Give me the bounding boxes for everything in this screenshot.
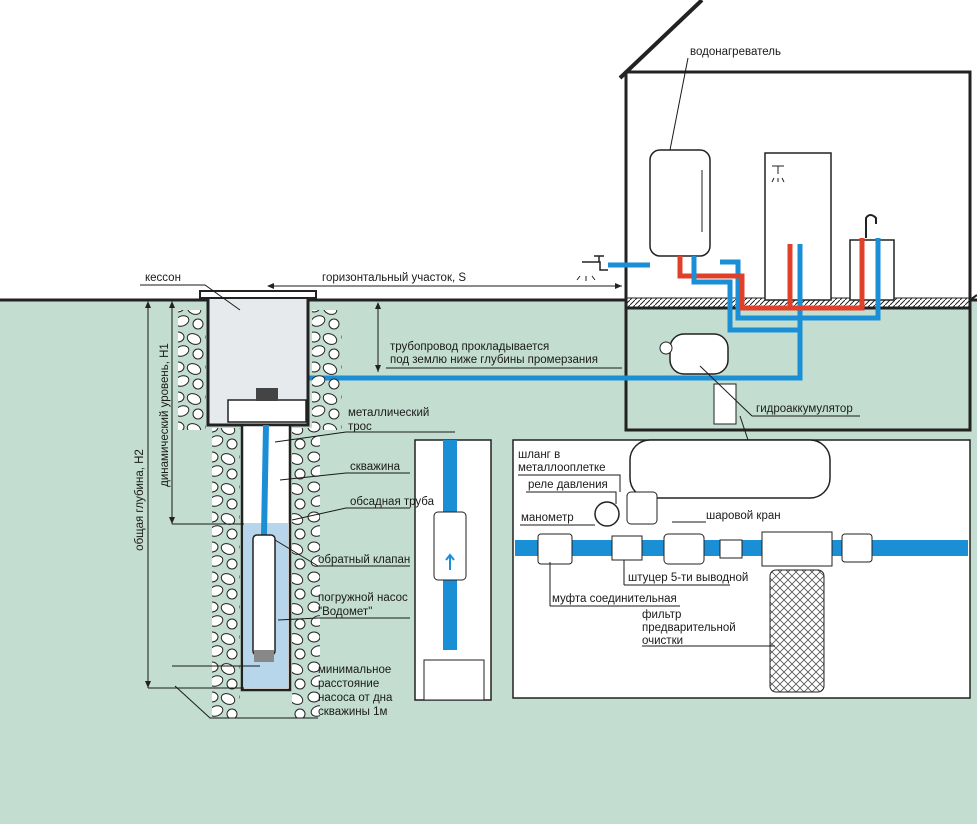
label-total-depth: общая глубина, H2 bbox=[134, 449, 146, 551]
label-horizontal-section: горизонтальный участок, S bbox=[322, 272, 466, 284]
check-valve-detail bbox=[414, 439, 492, 701]
label-min-dist-3: насоса от дна bbox=[318, 692, 393, 704]
equipment-detail bbox=[512, 439, 971, 699]
sink bbox=[849, 214, 895, 301]
label-coupling: муфта соединительная bbox=[552, 593, 677, 605]
leader-lines bbox=[140, 57, 860, 719]
label-pipeline-2: под землю ниже глубины промерзания bbox=[390, 354, 598, 366]
water-heater bbox=[649, 149, 711, 257]
label-dynamic-level: динамический уровень, H1 bbox=[159, 343, 171, 487]
label-casing-pipe: обсадная труба bbox=[350, 496, 435, 508]
label-pump-2: "Водомет" bbox=[318, 606, 372, 618]
label-filter-2: предварительной bbox=[642, 622, 736, 634]
dimension-lines bbox=[145, 283, 622, 689]
label-borehole: скважина bbox=[350, 461, 401, 473]
stones-right bbox=[312, 310, 342, 430]
label-pipeline-1: трубопровод прокладывается bbox=[390, 341, 549, 353]
riser-pipe bbox=[261, 424, 269, 536]
label-caisson: кессон bbox=[145, 272, 181, 284]
label-ball-valve: шаровой кран bbox=[706, 510, 781, 522]
stones-well-left bbox=[212, 428, 240, 718]
outdoor-tap bbox=[576, 255, 608, 281]
accumulator-small bbox=[659, 333, 737, 425]
label-pressure-switch: реле давления bbox=[528, 479, 608, 491]
label-accumulator: гидроаккумулятор bbox=[756, 403, 853, 415]
submersible-pump bbox=[252, 534, 276, 662]
label-filter-1: фильтр bbox=[642, 609, 681, 621]
shower bbox=[764, 152, 832, 301]
label-hose-1: шланг в bbox=[518, 449, 560, 461]
label-fitting: штуцер 5-ти выводной bbox=[628, 572, 748, 584]
label-min-dist-1: минимальное bbox=[318, 664, 391, 676]
label-water-heater: водонагреватель bbox=[690, 46, 781, 58]
label-cable-1: металлический bbox=[348, 407, 429, 419]
stones-left bbox=[178, 310, 206, 430]
label-filter-3: очистки bbox=[642, 635, 683, 647]
label-pump-1: погружной насос bbox=[318, 592, 408, 604]
stones-well-right bbox=[292, 428, 320, 718]
caisson bbox=[199, 290, 317, 427]
label-cable-2: трос bbox=[348, 421, 372, 433]
label-check-valve: обратный клапан bbox=[318, 554, 410, 566]
label-hose-2: металлооплетке bbox=[518, 462, 606, 474]
label-manometer: манометр bbox=[521, 512, 574, 524]
label-min-dist-2: расстояние bbox=[318, 678, 379, 690]
label-min-dist-4: скважины 1м bbox=[318, 706, 387, 718]
